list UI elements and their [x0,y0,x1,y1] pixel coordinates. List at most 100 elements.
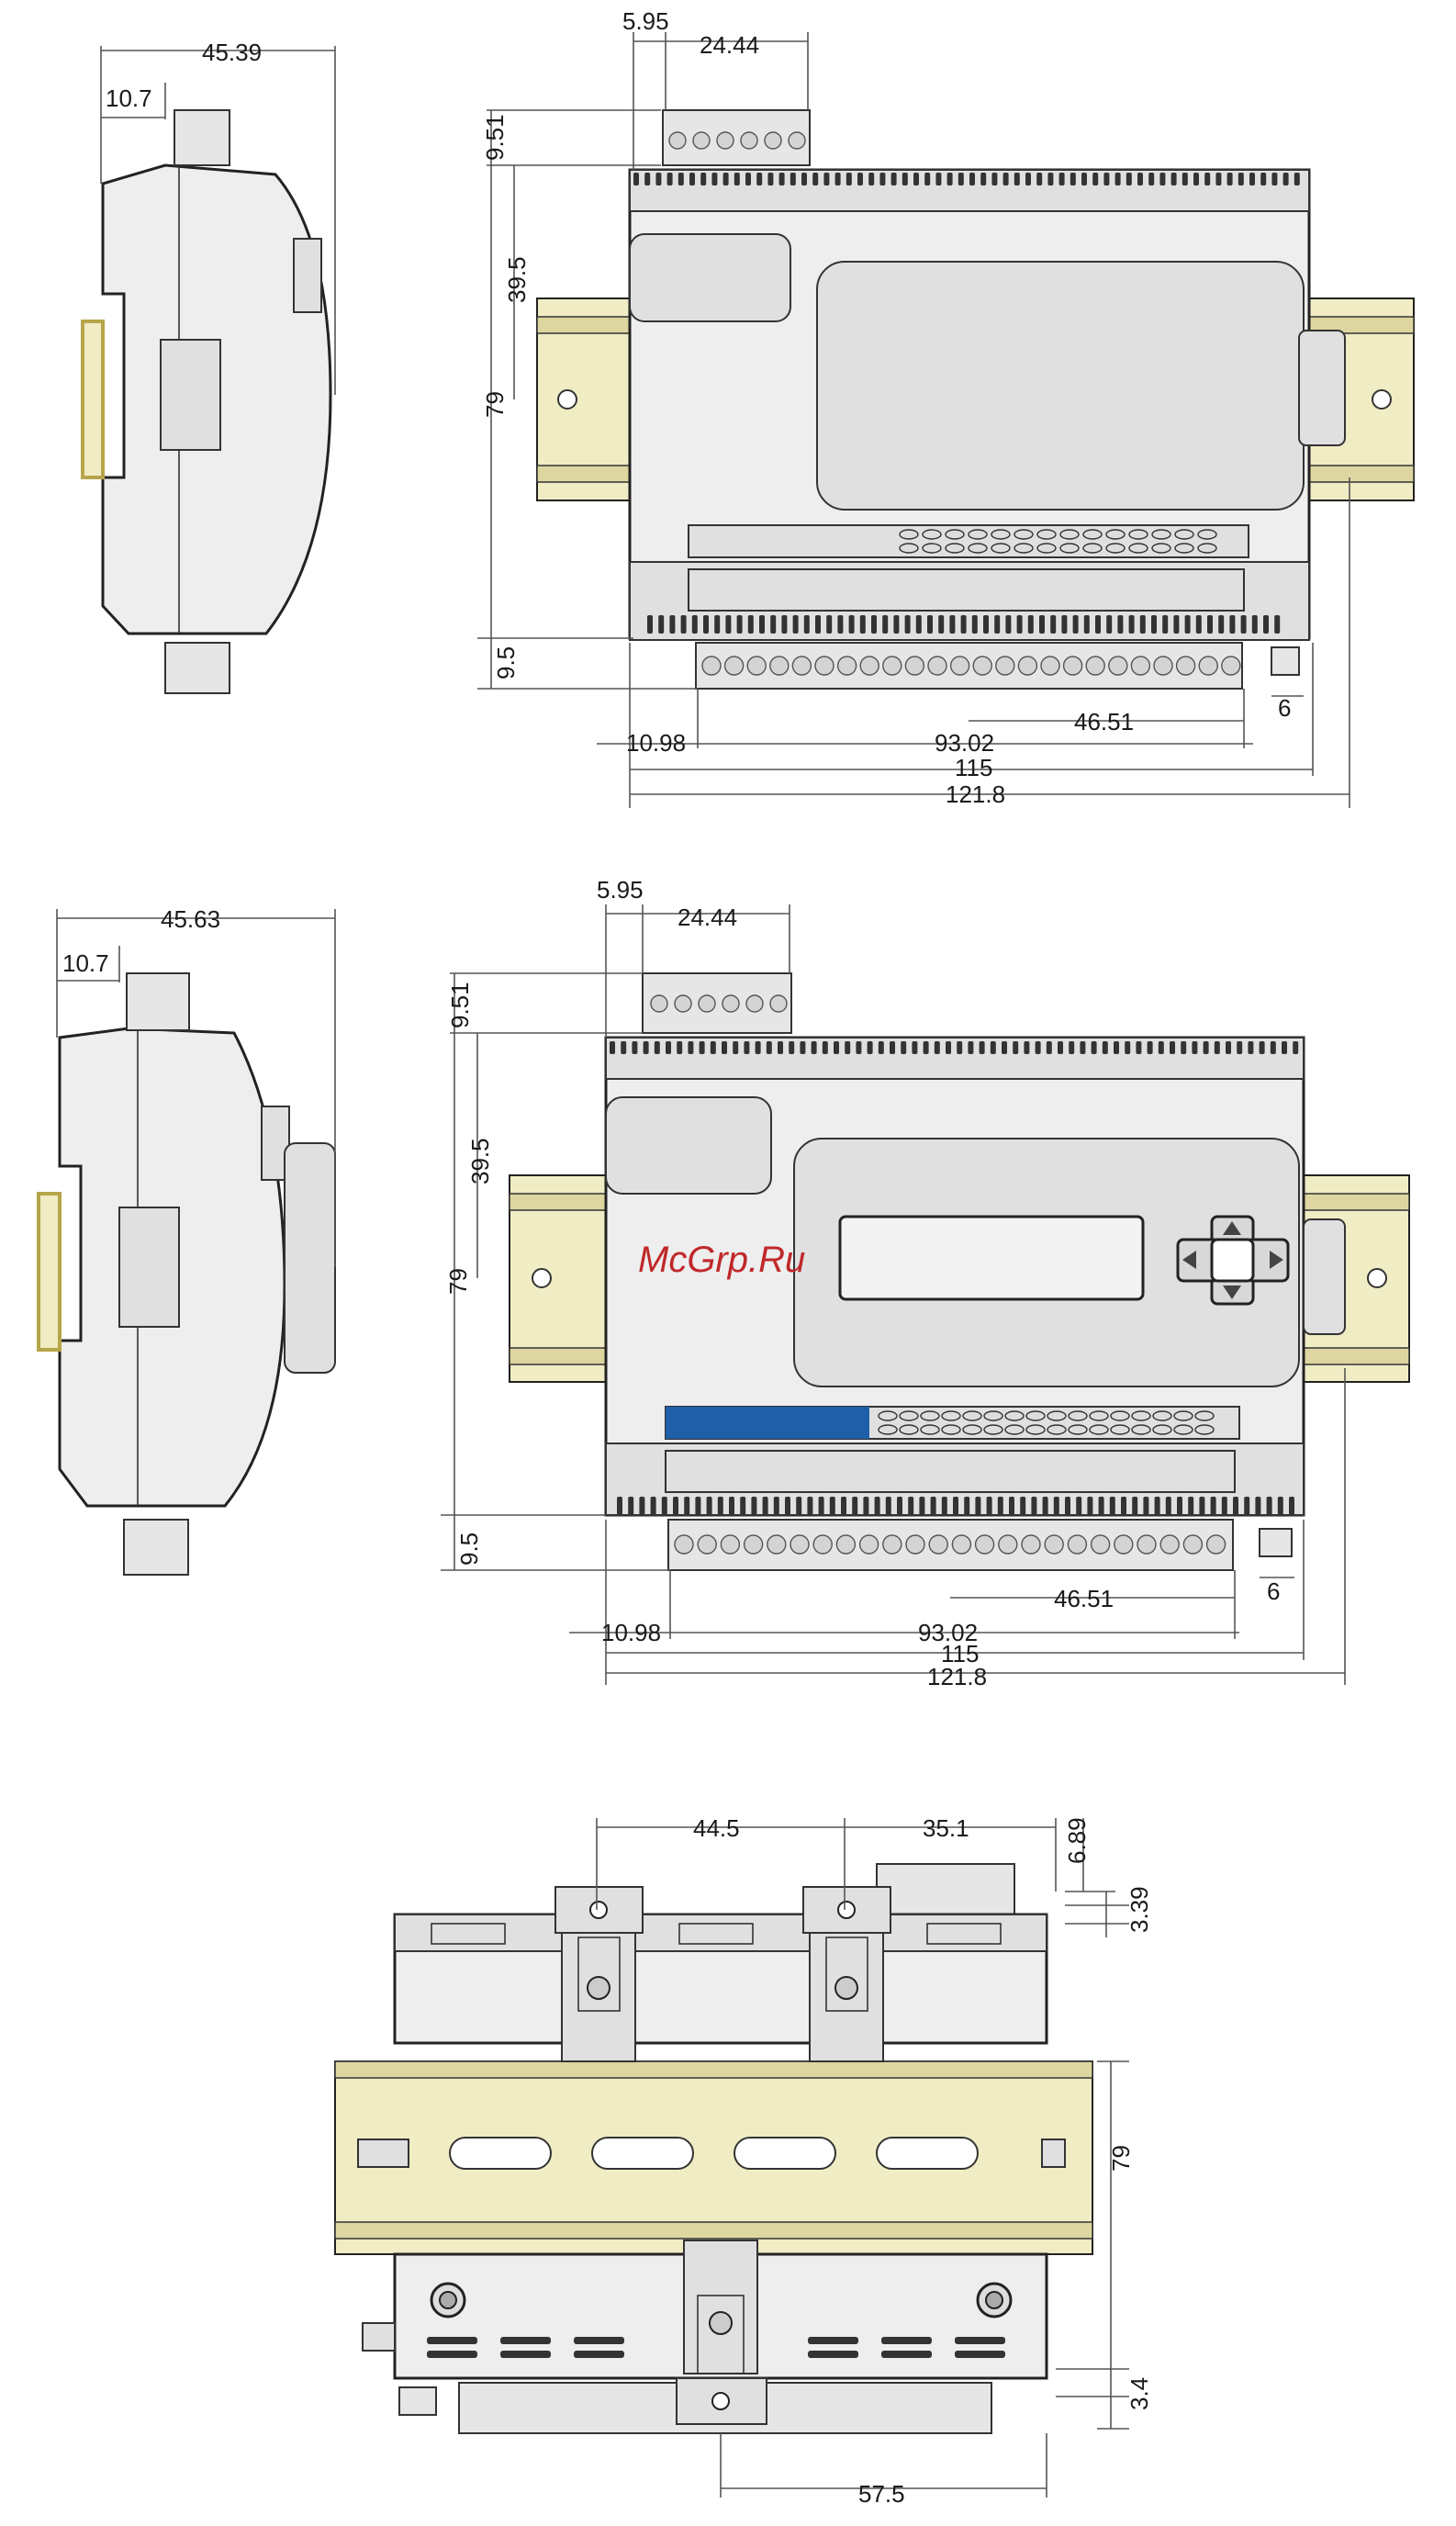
terminal-screw [860,1535,879,1554]
vent-slot [779,173,785,185]
top-front-bottom-margin: 9.5 [492,646,520,679]
led-indicator [1132,1411,1150,1420]
terminal-screw [951,657,969,675]
vent-slot [1166,1497,1171,1515]
vent-slot [644,1041,649,1054]
vent-slot [931,1497,936,1515]
vent-slot [1117,615,1123,634]
vent-slot [924,173,930,185]
vent-slot [684,1497,689,1515]
led-indicator [942,1411,960,1420]
led-indicator [921,1425,939,1434]
terminal-screw [838,657,857,675]
vent-slot [856,1041,861,1054]
terminal-screw [722,995,739,1012]
vent-slot [610,1041,615,1054]
vent-slot [689,173,695,185]
led-indicator [1153,1425,1171,1434]
din-clip-left [555,1887,643,2061]
vent-slot [692,615,698,634]
led-indicator [1047,1411,1066,1420]
terminal-screw [698,1535,716,1554]
vent-slot [427,2337,477,2344]
terminal-screw [767,1535,786,1554]
led-indicator [1198,544,1216,553]
led-indicator [1132,1425,1150,1434]
terminal-screw [1041,657,1059,675]
vent-slot [673,1497,678,1515]
terminal-screw [973,657,991,675]
vent-slot [998,1497,1003,1515]
vent-slot [1036,1041,1041,1054]
vent-slot [1070,173,1076,185]
led-indicator [942,1425,960,1434]
led-indicator [1047,1425,1066,1434]
vent-slot [1031,1497,1036,1515]
bottom-right-spacing: 35.1 [923,1814,969,1842]
terminal-screw [1137,1535,1156,1554]
vent-slot [955,2351,1005,2358]
vent-slot [695,1497,700,1515]
vent-slot [1059,173,1065,185]
mid-front-connector-width: 24.44 [678,904,737,931]
vent-slot [1263,615,1269,634]
vent-slot [1076,1497,1081,1515]
led-indicator [1195,1411,1214,1420]
vent-slot [994,615,1000,634]
terminal-screw [1022,1535,1040,1554]
vent-slot [1222,1497,1227,1515]
vent-slot [1115,173,1121,185]
vent-slot [1233,1497,1238,1515]
led-indicator [1090,1411,1108,1420]
vent-slot [947,173,953,185]
led-indicator [1060,530,1079,539]
vent-slot [639,1497,644,1515]
vent-slot [1092,173,1098,185]
vent-slot [871,615,877,634]
vent-slot [751,1497,756,1515]
vent-slot [958,173,964,185]
vent-slot [789,1041,794,1054]
vent-slot [812,173,818,185]
vent-slot [882,615,888,634]
terminal-screw [702,657,721,675]
vent-slot [1289,1497,1294,1515]
vent-slot [1159,173,1165,185]
vent-slot [644,173,650,185]
vent-slot [804,615,810,634]
status-bar [666,1407,869,1439]
vent-slot [975,1497,980,1515]
vent-slot [815,615,821,634]
top-front-view: 5.95 24.44 9.51 39.5 79 9.5 10.98 93.02 … [477,7,1414,808]
vent-slot [1244,1497,1249,1515]
vent-slot [651,1497,656,1515]
mid-front-view: McGrp.Ru 5.95 24.44 9.51 39.5 79 9.5 10.… [441,876,1409,1690]
terminal-screw [928,657,946,675]
terminal-screw [929,1535,947,1554]
vent-slot [790,173,796,185]
led-indicator [984,1411,1002,1420]
terminal-screw [1154,657,1172,675]
vent-slot [800,1041,805,1054]
led-indicator [1083,544,1102,553]
vent-slot [1126,173,1132,185]
vent-slot [1193,173,1199,185]
mid-front-bottom-margin: 9.5 [455,1532,483,1566]
vent-slot [968,1041,973,1054]
vent-slot [785,1497,790,1515]
vent-slot [1211,1497,1216,1515]
vent-slot [427,2351,477,2358]
vent-slot [1020,1497,1025,1515]
led-indicator [1069,1425,1087,1434]
vent-slot [897,1497,902,1515]
terminal-screw [1207,1535,1226,1554]
led-indicator [879,1425,897,1434]
vent-slot [1162,615,1168,634]
vent-slot [1017,615,1023,634]
vent-slot [1274,615,1280,634]
vent-slot [1136,1041,1141,1054]
vent-slot [1106,615,1112,634]
vent-slot [1143,1497,1148,1515]
vent-slot [778,1041,783,1054]
vent-slot [740,1497,745,1515]
